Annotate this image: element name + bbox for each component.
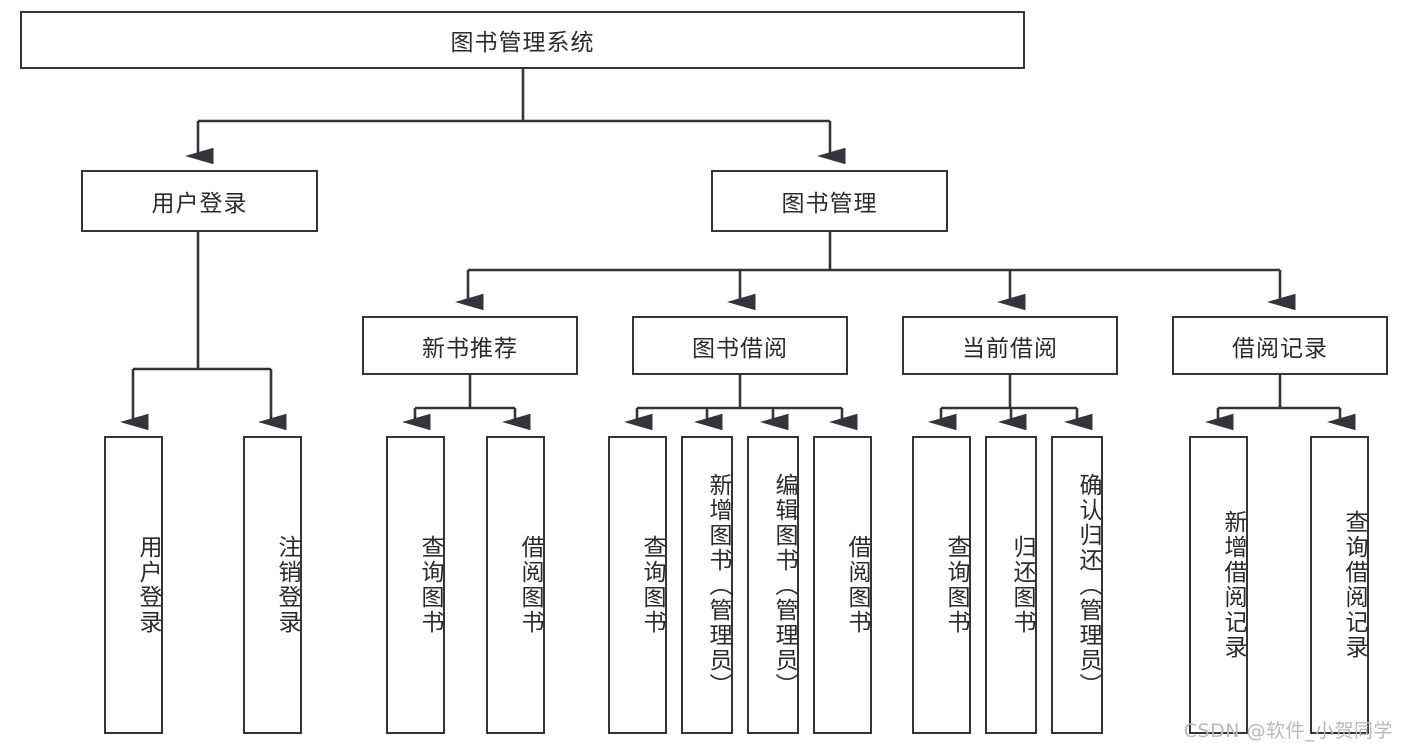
node-level3-2-label: 当前借阅	[962, 335, 1058, 362]
node-level3-2[interactable]: 当前借阅	[902, 316, 1118, 375]
node-leaf-2[interactable]: 查询图书	[386, 436, 445, 734]
node-leaf-11[interactable]: 新增借阅记录	[1189, 436, 1248, 734]
node-level3-3-label: 借阅记录	[1232, 335, 1328, 362]
node-leaf-8[interactable]: 查询图书	[912, 436, 971, 734]
node-leaf-5-label: 新增图书（管理员）	[705, 472, 731, 698]
node-leaf-3[interactable]: 借阅图书	[486, 436, 545, 734]
node-leaf-7[interactable]: 借阅图书	[813, 436, 872, 734]
node-level2-0-label: 用户登录	[151, 191, 248, 217]
node-level3-3[interactable]: 借阅记录	[1172, 316, 1388, 375]
node-leaf-6-label: 编辑图书（管理员）	[771, 472, 797, 698]
node-leaf-6[interactable]: 编辑图书（管理员）	[747, 436, 799, 734]
node-leaf-10-label: 确认归还（管理员）	[1075, 472, 1101, 698]
node-root-label: 图书管理系统	[450, 30, 595, 56]
node-leaf-5[interactable]: 新增图书（管理员）	[681, 436, 733, 734]
node-leaf-0-label: 用户登录	[135, 535, 161, 635]
node-leaf-12[interactable]: 查询借阅记录	[1310, 436, 1369, 734]
node-leaf-4[interactable]: 查询图书	[608, 436, 667, 734]
node-leaf-12-label: 查询借阅记录	[1341, 510, 1367, 660]
node-leaf-9[interactable]: 归还图书	[985, 436, 1037, 734]
node-level2-1-label: 图书管理	[781, 191, 878, 217]
node-root[interactable]: 图书管理系统	[20, 11, 1025, 69]
node-leaf-7-label: 借阅图书	[844, 535, 870, 635]
node-leaf-11-label: 新增借阅记录	[1220, 510, 1246, 660]
node-level3-1[interactable]: 图书借阅	[632, 316, 848, 375]
node-leaf-0[interactable]: 用户登录	[104, 436, 163, 734]
node-leaf-3-label: 借阅图书	[517, 535, 543, 635]
node-leaf-2-label: 查询图书	[417, 535, 443, 635]
node-level3-0[interactable]: 新书推荐	[362, 316, 578, 375]
node-leaf-1-label: 注销登录	[274, 535, 300, 635]
node-leaf-4-label: 查询图书	[639, 535, 665, 635]
node-leaf-10[interactable]: 确认归还（管理员）	[1051, 436, 1103, 734]
node-level3-0-label: 新书推荐	[422, 335, 518, 362]
node-level2-1[interactable]: 图书管理	[711, 170, 948, 232]
node-leaf-8-label: 查询图书	[943, 535, 969, 635]
node-leaf-9-label: 归还图书	[1009, 535, 1035, 635]
node-level2-0[interactable]: 用户登录	[81, 170, 318, 232]
csdn-watermark: CSDN @软件_小贺同学	[1183, 720, 1393, 742]
node-leaf-1[interactable]: 注销登录	[243, 436, 302, 734]
node-level3-1-label: 图书借阅	[692, 335, 788, 362]
